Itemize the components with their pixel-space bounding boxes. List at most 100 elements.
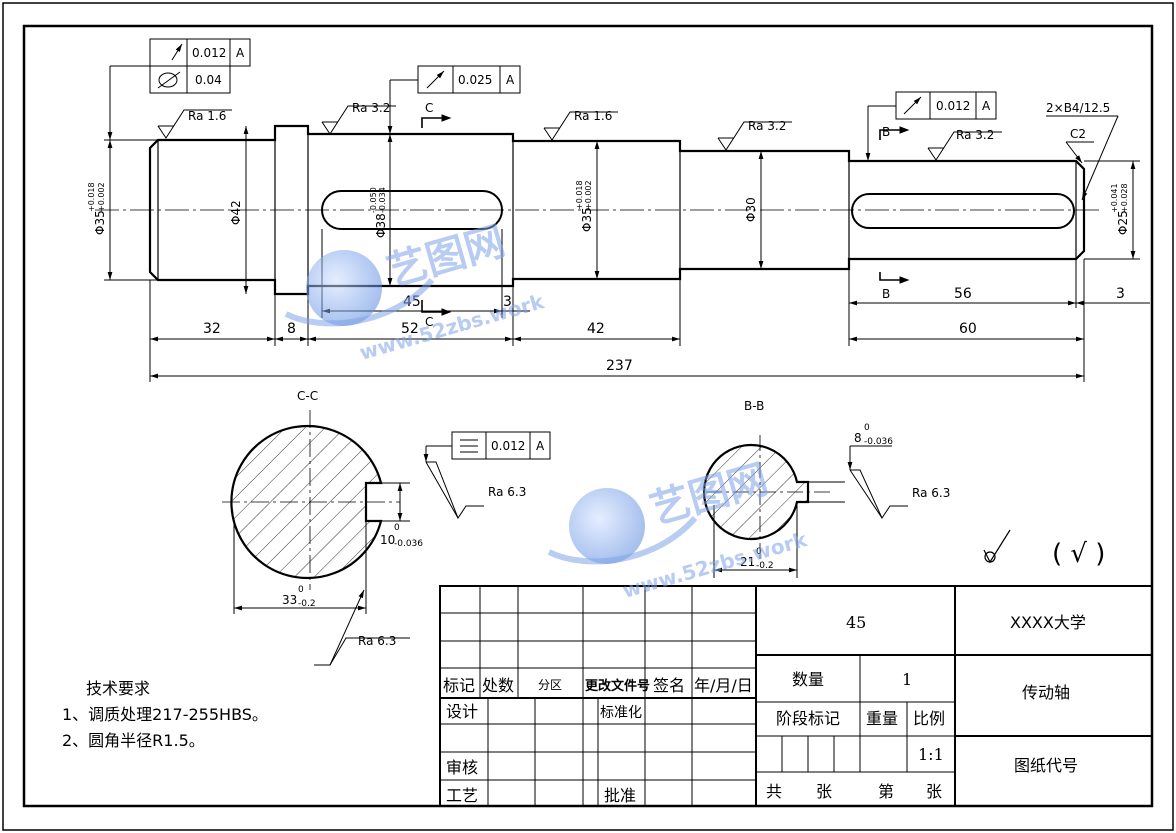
dim-237: 237 (606, 358, 633, 374)
tb-rev-zone: 分区 (538, 678, 562, 692)
roughness-ra4: Ra 3.2 (748, 119, 786, 133)
bb-dia-tol: -0.2 (756, 561, 774, 571)
svg-text:www.52zbs.work: www.52zbs.work (357, 289, 547, 365)
roughness-ra3: Ra 1.6 (574, 109, 612, 123)
tb-sheet-unit2: 张 (926, 782, 942, 801)
tol-t5-value: 0.012 (491, 439, 525, 453)
section-cc-title: C-C (297, 389, 318, 403)
tb-rev-mark: 标记 (443, 676, 475, 695)
cc-dia-tol0: 0 (298, 585, 304, 595)
tol-t1-datum: A (236, 46, 245, 60)
tb-qty: 1 (902, 670, 912, 689)
section-b-mark-bottom: B (882, 287, 890, 301)
tol-t3-datum: A (506, 73, 515, 87)
dim-phi35-mid-tol-up: +0.018 (575, 180, 584, 210)
tol-t4-value: 0.012 (936, 99, 970, 113)
section-b-mark-top: B (882, 125, 890, 139)
general-roughness-note: ( √ ) (1052, 539, 1105, 569)
dim-phi38-tol-dn: -0.034 (378, 187, 387, 213)
tb-qty-label: 数量 (792, 670, 824, 689)
tb-rev-date: 年/月/日 (694, 676, 753, 695)
cc-dia-dim: 33 (282, 593, 297, 607)
cc-key-tol0: 0 (394, 523, 400, 533)
tb-drawing-no: 图纸代号 (1014, 756, 1078, 775)
cc-dia-tol: -0.2 (298, 599, 316, 609)
tol-t3-value: 0.025 (458, 73, 492, 87)
tb-rev-sign: 签名 (653, 676, 685, 695)
dim-phi25-tol-up: +0.041 (1110, 183, 1119, 213)
chamfer-note: C2 (1070, 127, 1086, 141)
tech-item-2: 2、圆角半径R1.5。 (62, 731, 205, 750)
dim-phi38-tol-up: -0.050 (369, 187, 378, 213)
svg-text:www.52zbs.work: www.52zbs.work (620, 527, 810, 603)
tol-t4-datum: A (982, 99, 991, 113)
roughness-ra1: Ra 1.6 (188, 109, 226, 123)
bb-key-tol: -0.036 (864, 437, 893, 447)
dim-phi35-left-tol-up: +0.018 (87, 182, 96, 212)
bb-key-dim: 8 (854, 431, 862, 445)
dim-phi38: Φ38 (374, 213, 388, 238)
section-cc-profile (230, 424, 383, 580)
tb-rev-count: 处数 (482, 676, 514, 695)
section-c-mark-top: C (425, 101, 433, 115)
cc-key-dim: 10 (380, 533, 395, 547)
dim-8: 8 (287, 321, 296, 337)
keyway-b (851, 193, 1075, 229)
tol-t1-value: 0.012 (192, 46, 226, 60)
roughness-bb: Ra 6.3 (912, 486, 950, 500)
tech-item-1: 1、调质处理217-255HBS。 (62, 705, 268, 724)
tb-design: 设计 (446, 702, 478, 721)
roughness-ra2: Ra 3.2 (352, 101, 390, 115)
tb-sheet-unit1: 张 (816, 782, 832, 801)
bb-dia-tol0: 0 (756, 547, 762, 557)
tb-org: XXXX大学 (1010, 613, 1086, 632)
tb-part: 传动轴 (1022, 683, 1070, 702)
dim-phi35-mid-tol-dn: +0.002 (584, 180, 593, 210)
section-bb-title: B-B (744, 399, 764, 413)
watermark-top: 艺图网 www.52zbs.work (284, 218, 547, 365)
tol-t5-datum: A (536, 439, 545, 453)
dim-42: 42 (587, 321, 605, 337)
tb-process: 工艺 (446, 786, 478, 805)
dim-phi35-left-tol-dn: +0.002 (97, 182, 106, 212)
keyway-c (321, 190, 503, 230)
tb-sheet-total: 共 (766, 782, 782, 801)
tb-material: 45 (846, 613, 866, 632)
tb-approve: 批准 (604, 786, 636, 805)
dim-3a: 3 (503, 294, 512, 310)
dim-3b: 3 (1116, 286, 1125, 302)
general-roughness-symbol (983, 529, 1011, 564)
tb-ratio: 1:1 (918, 745, 944, 764)
dim-phi42: Φ42 (229, 200, 243, 225)
roughness-cc2: Ra 6.3 (358, 634, 396, 648)
tb-standard: 标准化 (600, 705, 642, 721)
tb-stage: 阶段标记 (776, 709, 840, 728)
dim-phi35-left: Φ35 (93, 210, 107, 235)
tb-rev-doc: 更改文件号 (585, 678, 650, 694)
tech-title: 技术要求 (86, 679, 150, 698)
roughness-ra5: Ra 3.2 (956, 128, 994, 142)
tol-t2-value: 0.04 (195, 73, 222, 87)
dim-32: 32 (203, 321, 221, 337)
dim-phi35-mid: Φ35 (580, 207, 594, 232)
title-block (439, 585, 1153, 807)
dim-60: 60 (959, 321, 977, 337)
dim-phi25: Φ25 (1116, 210, 1130, 235)
bb-dia-dim: 21 (740, 555, 755, 569)
tb-sheet-index: 第 (878, 782, 894, 801)
center-hole-note: 2×B4/12.5 (1046, 101, 1110, 115)
tb-review: 审核 (446, 758, 478, 777)
tb-ratio-label: 比例 (913, 709, 945, 728)
bb-key-tol0: 0 (864, 423, 870, 433)
section-bb-profile (703, 443, 810, 541)
tb-weight: 重量 (866, 709, 898, 728)
section-c-mark-bottom: C (425, 315, 433, 329)
cc-key-tol: -0.036 (394, 539, 423, 549)
dim-56: 56 (954, 286, 972, 302)
dim-phi30: Φ30 (744, 197, 758, 222)
roughness-cc1: Ra 6.3 (488, 485, 526, 499)
dim-phi25-tol-dn: +0.028 (1120, 183, 1129, 213)
dim-52: 52 (401, 321, 419, 337)
